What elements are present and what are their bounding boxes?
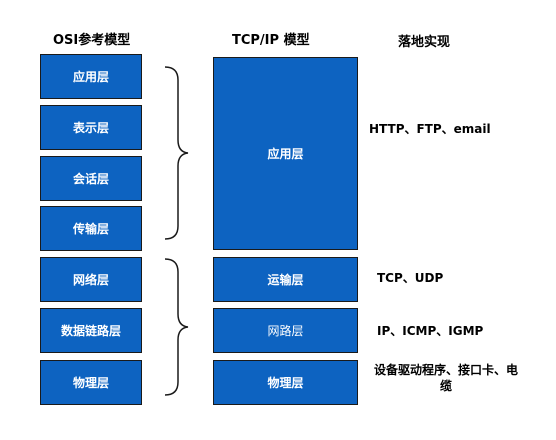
tcpip-layer-application: 应用层 [213,57,358,250]
osi-layer-physical: 物理层 [40,360,142,405]
impl-internet: IP、ICMP、IGMP [377,324,484,338]
osi-layer-network: 网络层 [40,257,142,302]
upper-brace [164,66,189,240]
tcpip-layer-transport: 运输层 [213,257,358,302]
osi-header: OSI参考模型 [53,33,131,48]
implementation-header: 落地实现 [398,35,451,50]
tcpip-layer-internet: 网路层 [213,308,358,353]
impl-physical: 设备驱动程序、接口卡、电缆 [373,363,518,393]
osi-layer-application: 应用层 [40,54,142,99]
osi-layer-presentation: 表示层 [40,105,142,150]
tcpip-layer-physical: 物理层 [213,360,358,405]
tcpip-header: TCP/IP 模型 [232,33,310,48]
impl-transport: TCP、UDP [377,271,444,285]
osi-layer-transport: 传输层 [40,206,142,251]
lower-brace [164,258,189,396]
impl-application: HTTP、FTP、email [369,122,491,136]
osi-layer-session: 会话层 [40,156,142,201]
osi-layer-datalink: 数据链路层 [40,308,142,353]
